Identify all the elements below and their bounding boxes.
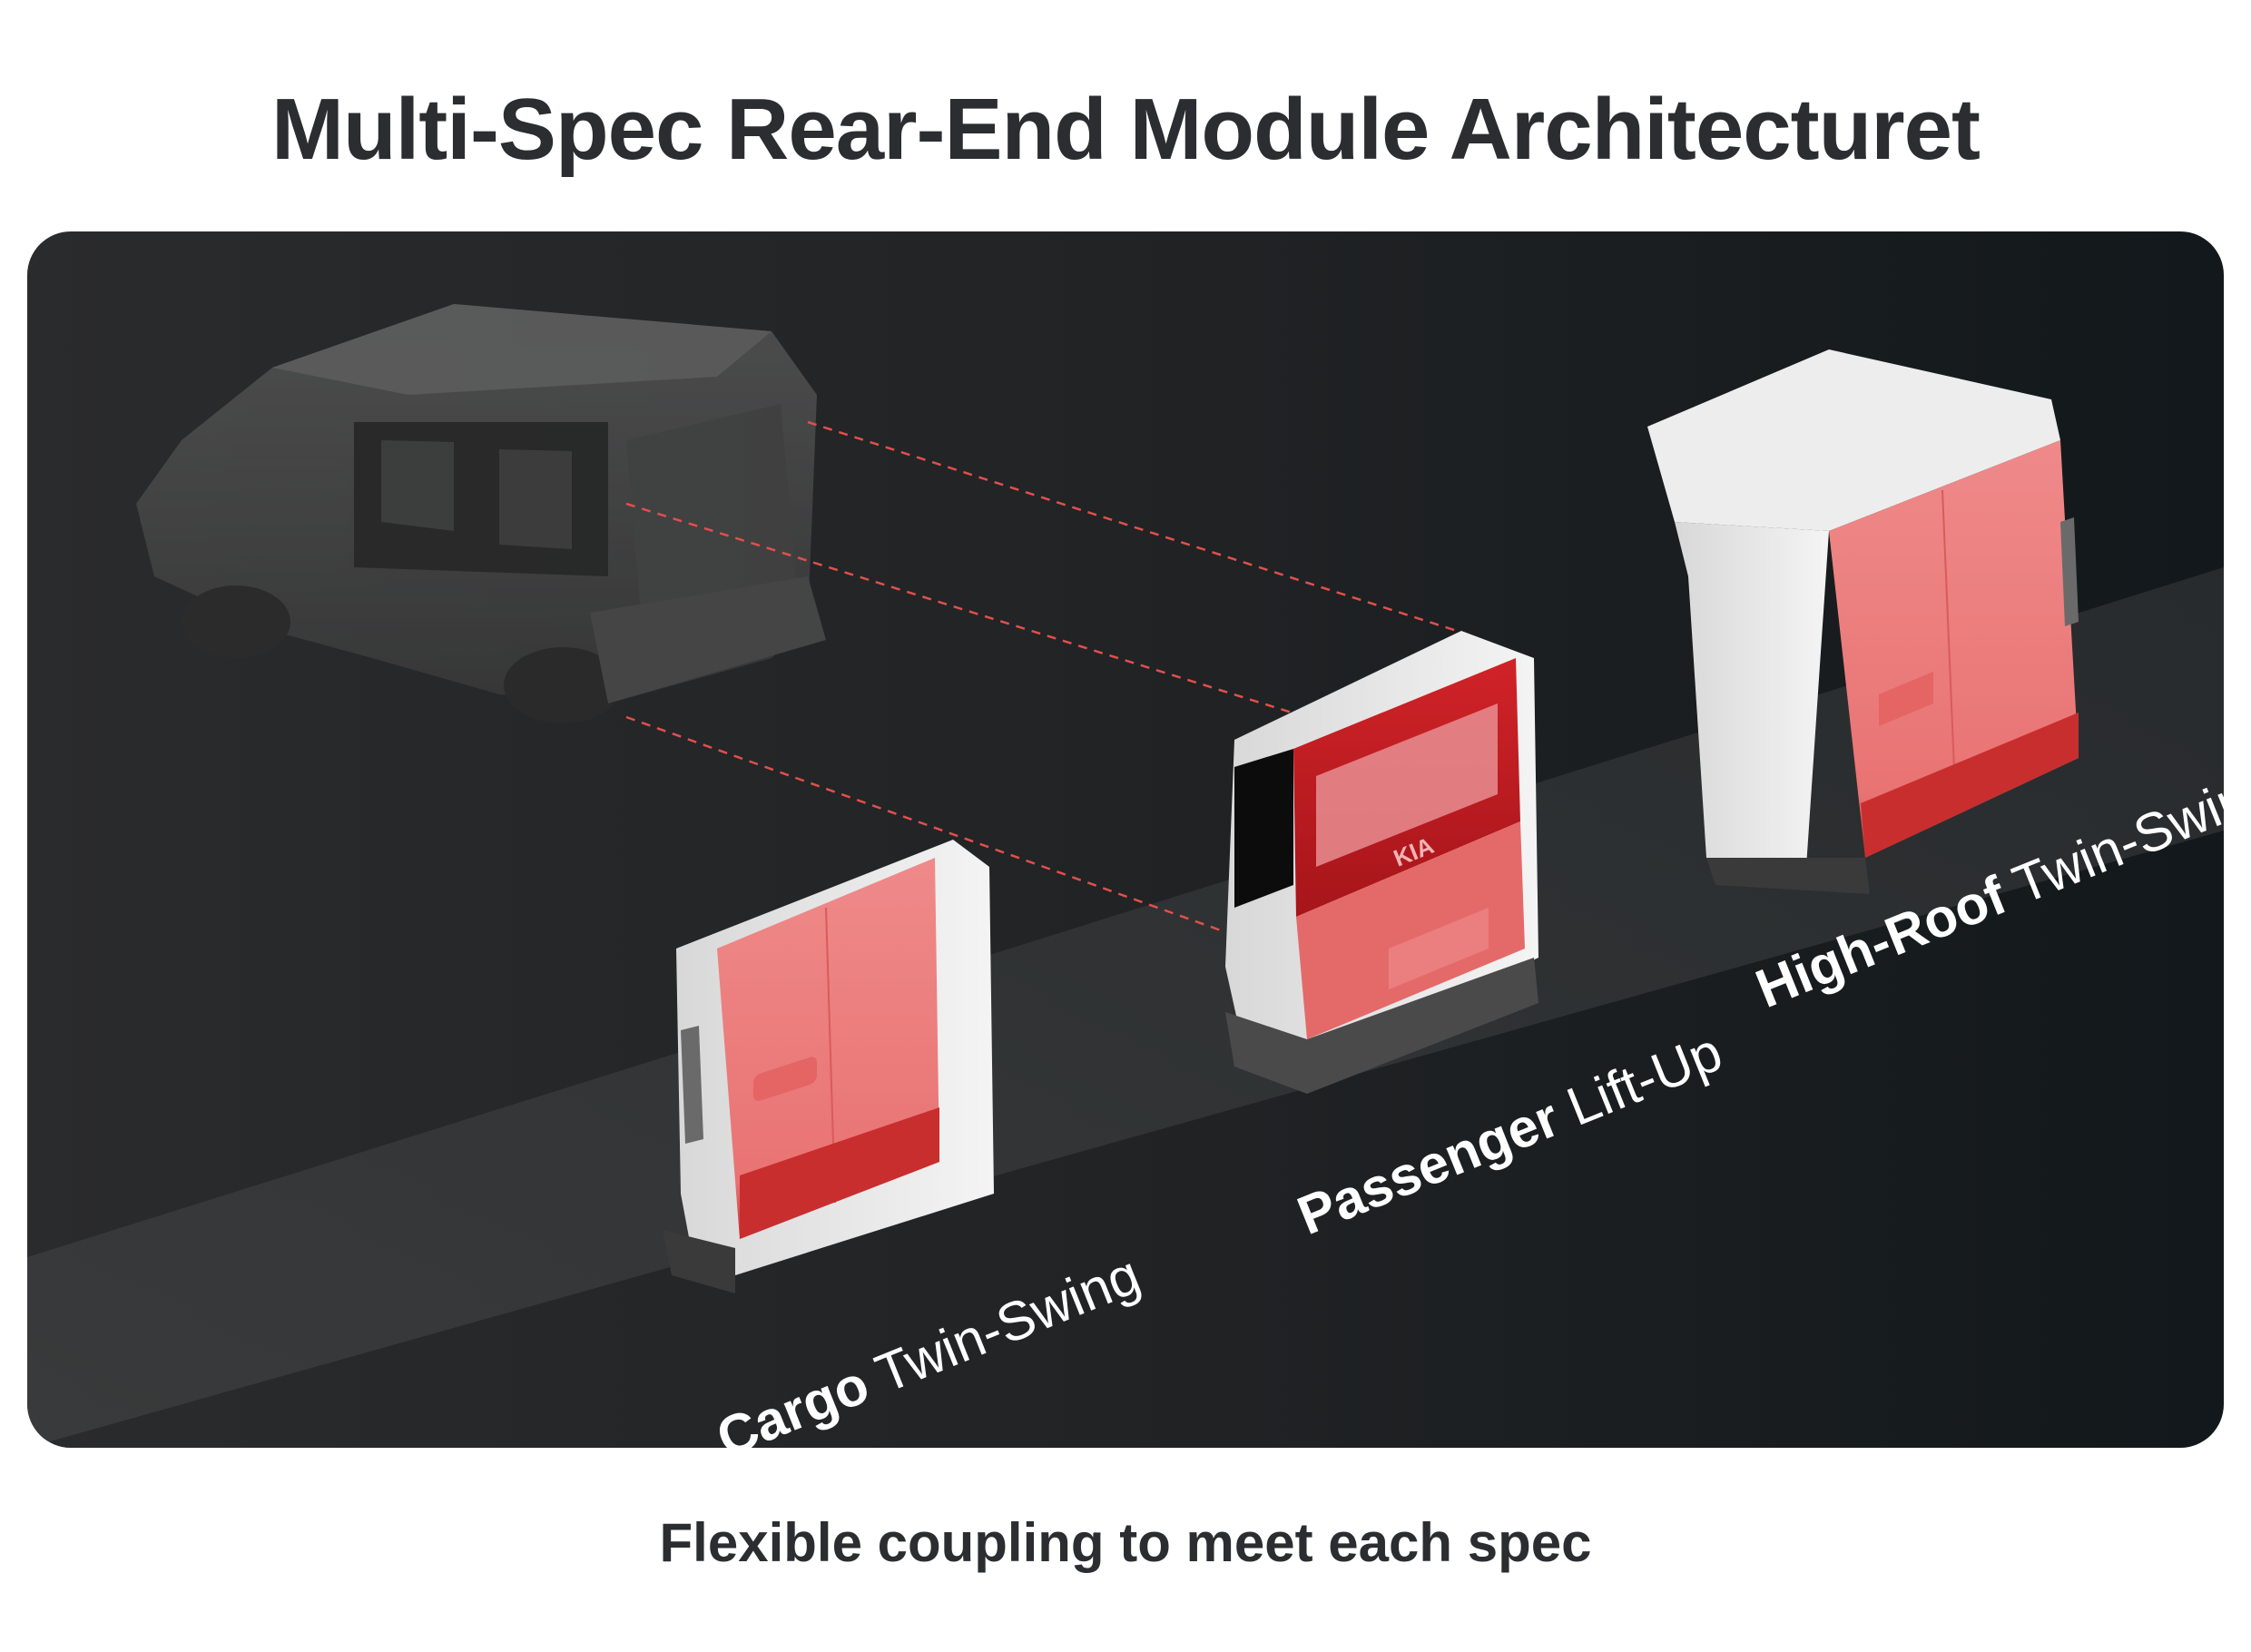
diagram-caption: Flexible coupling to meet each spec bbox=[659, 1512, 1592, 1573]
passenger-module-icon: KIA bbox=[1225, 631, 1538, 1094]
diagram-panel: KIA bbox=[27, 231, 2224, 1448]
connector-line-cargo bbox=[625, 715, 1222, 932]
diagram-title: Multi-Spec Rear-End Module Architecturet bbox=[271, 81, 1981, 178]
connector-lines bbox=[625, 420, 1458, 932]
connector-line-passenger bbox=[625, 502, 1322, 723]
connector-line-high-roof bbox=[807, 420, 1458, 633]
high-roof-module-icon bbox=[1647, 349, 2079, 894]
ghost-van-icon bbox=[136, 304, 826, 723]
floor-band bbox=[27, 567, 2224, 1448]
diagram-illustration: KIA bbox=[27, 304, 2224, 1448]
cargo-module-icon bbox=[663, 840, 994, 1293]
